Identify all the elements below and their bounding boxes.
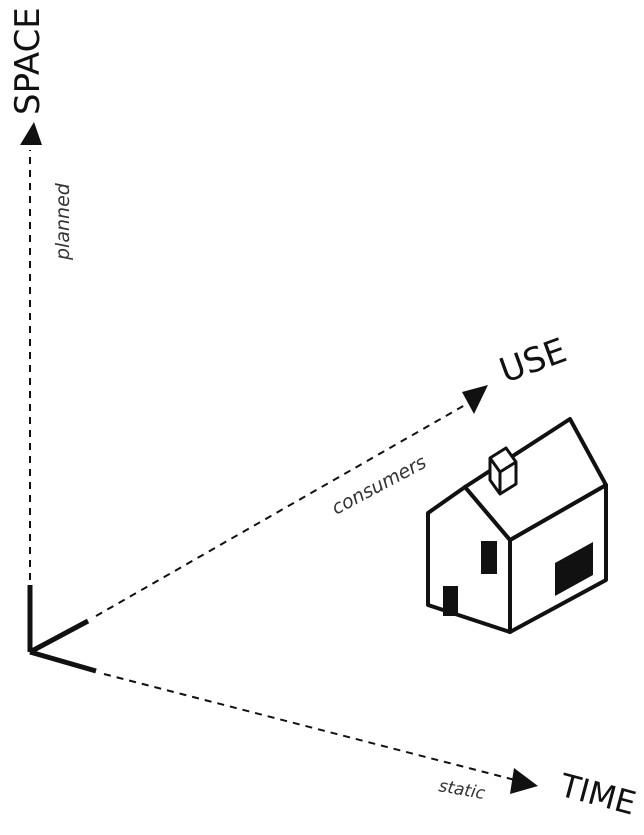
time-axis-dashed-line: [103, 673, 516, 781]
house-large-window: [555, 542, 593, 596]
use-axis-title: USE: [494, 331, 572, 392]
use-axis-arrowhead: [462, 385, 488, 414]
space-axis-subtitle: planned: [52, 182, 74, 261]
space-axis-arrowhead: [20, 122, 42, 145]
time-axis-solid-segment: [29, 649, 97, 674]
space-axis-title: SPACE: [8, 7, 48, 115]
time-axis-title: TIME: [555, 766, 640, 823]
house-small-window: [481, 541, 497, 574]
time-axis-arrowhead: [510, 768, 538, 794]
use-axis-solid-segment: [28, 618, 90, 655]
house-icon: [426, 417, 608, 634]
chimney-top-edge: [488, 457, 502, 473]
space-axis: SPACE planned: [8, 7, 74, 652]
house-door: [443, 586, 458, 616]
time-axis-subtitle: static: [437, 776, 487, 804]
chimney-top-edge-2: [499, 460, 517, 474]
time-axis: TIME static: [29, 649, 640, 823]
house-chimney: [488, 446, 518, 496]
use-axis-subtitle: consumers: [328, 451, 430, 519]
house-roof: [463, 417, 608, 542]
use-axis-dashed-line: [95, 404, 466, 617]
